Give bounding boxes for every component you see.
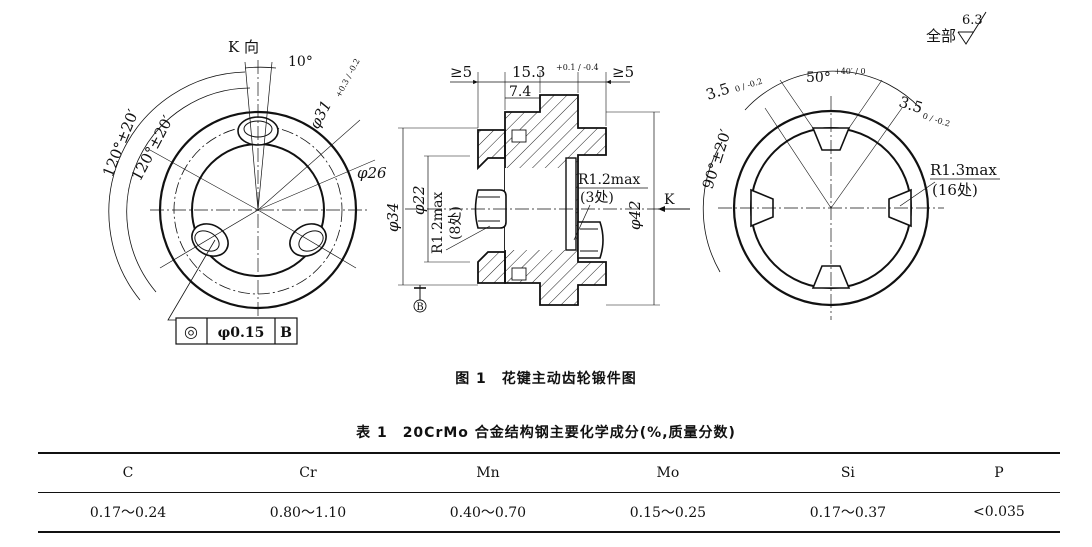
header-p: P <box>994 465 1004 481</box>
header-mn: Mn <box>476 465 500 481</box>
feature-control-frame: ◎ φ0.15 B <box>175 317 298 345</box>
cell-mo: 0.15～0.25 <box>629 505 707 521</box>
dim-3-5-left-tol: 0 / -0.2 <box>734 77 764 94</box>
angle-10: 10° <box>288 54 313 70</box>
view-arrow-k: K <box>664 192 675 208</box>
header-c: C <box>122 465 134 481</box>
dim-3-5-left: 3.5 <box>704 79 732 103</box>
dim-7-4: 7.4 <box>509 84 531 100</box>
angle-50-tol: +40′ / 0 <box>834 67 866 76</box>
forging-drawing: ◎ φ0.15 B K 向 10° 120°±20′ 120°±20′ φ31 … <box>99 11 1000 345</box>
view-title-k: K 向 <box>228 38 259 56</box>
r-right-count: (3处) <box>580 190 614 206</box>
dia-22: φ22 <box>410 185 428 215</box>
r-left-count: (8处) <box>448 206 464 240</box>
dia-26: φ26 <box>357 164 387 182</box>
left-view: ◎ φ0.15 B K 向 10° 120°±20′ 120°±20′ φ31 … <box>99 38 387 345</box>
dim-3-5-right-tol: 0 / -0.2 <box>921 111 951 128</box>
dia-42: φ42 <box>626 200 644 230</box>
angle-90: 90°±20′ <box>699 126 735 191</box>
cell-c: 0.17～0.24 <box>89 505 167 521</box>
r-note-16: R1.3max <box>930 161 997 179</box>
boss-lower-left <box>191 223 229 257</box>
roughness-value: 6.3 <box>962 13 983 28</box>
section-view: ≥5 15.3 +0.1 / -0.4 ≥5 7.4 φ34 φ22 R1.2m… <box>384 63 690 313</box>
right-view: 3.5 0 / -0.2 50° +40′ / 0 3.5 0 / -0.2 9… <box>699 11 1000 320</box>
table-caption: 表 1 20CrMo 合金结构钢主要化学成分(%,质量分数) <box>356 425 736 441</box>
dim-ge5-left: ≥5 <box>450 63 472 81</box>
dim-15-3-tol: +0.1 / -0.4 <box>556 63 599 72</box>
r-count-16: (16处) <box>932 181 978 199</box>
fcf-tolerance: φ0.15 <box>218 325 265 341</box>
dim-ge5-right: ≥5 <box>612 63 634 81</box>
table-header-row: C Cr Mn Mo Si P <box>38 453 1060 493</box>
cell-si: 0.17～0.37 <box>809 505 887 521</box>
cell-cr: 0.80～1.10 <box>269 505 347 521</box>
fcf-datum: B <box>280 325 292 341</box>
concentricity-symbol: ◎ <box>184 322 198 341</box>
dia-34: φ34 <box>384 202 402 232</box>
cell-p: <0.035 <box>973 504 1025 520</box>
r-left-note: R1.2max <box>430 192 446 254</box>
roughness-label: 全部 <box>926 27 956 45</box>
header-cr: Cr <box>299 465 317 481</box>
dim-15-3: 15.3 <box>512 63 545 81</box>
table-row: 0.17～0.24 0.80～1.10 0.40～0.70 0.15～0.25 … <box>38 493 1060 532</box>
boss-lower-right <box>289 223 327 257</box>
dia-31-tol: +0.3 / -0.2 <box>334 57 362 99</box>
dim-3-5-right: 3.5 <box>897 93 925 117</box>
figure-caption: 图 1 花键主动齿轮锻件图 <box>455 371 637 387</box>
header-mo: Mo <box>656 465 680 481</box>
datum-b: B <box>416 302 423 313</box>
dia-31: φ31 <box>306 97 336 132</box>
header-si: Si <box>840 465 855 481</box>
cell-mn: 0.40～0.70 <box>449 505 527 521</box>
roughness-symbol: 全部 6.3 <box>926 11 987 45</box>
angle-50: 50° <box>806 70 831 86</box>
composition-table: C Cr Mn Mo Si P 0.17～0.24 0.80～1.10 0.40… <box>38 452 1060 533</box>
r-right-note: R1.2max <box>578 172 640 188</box>
